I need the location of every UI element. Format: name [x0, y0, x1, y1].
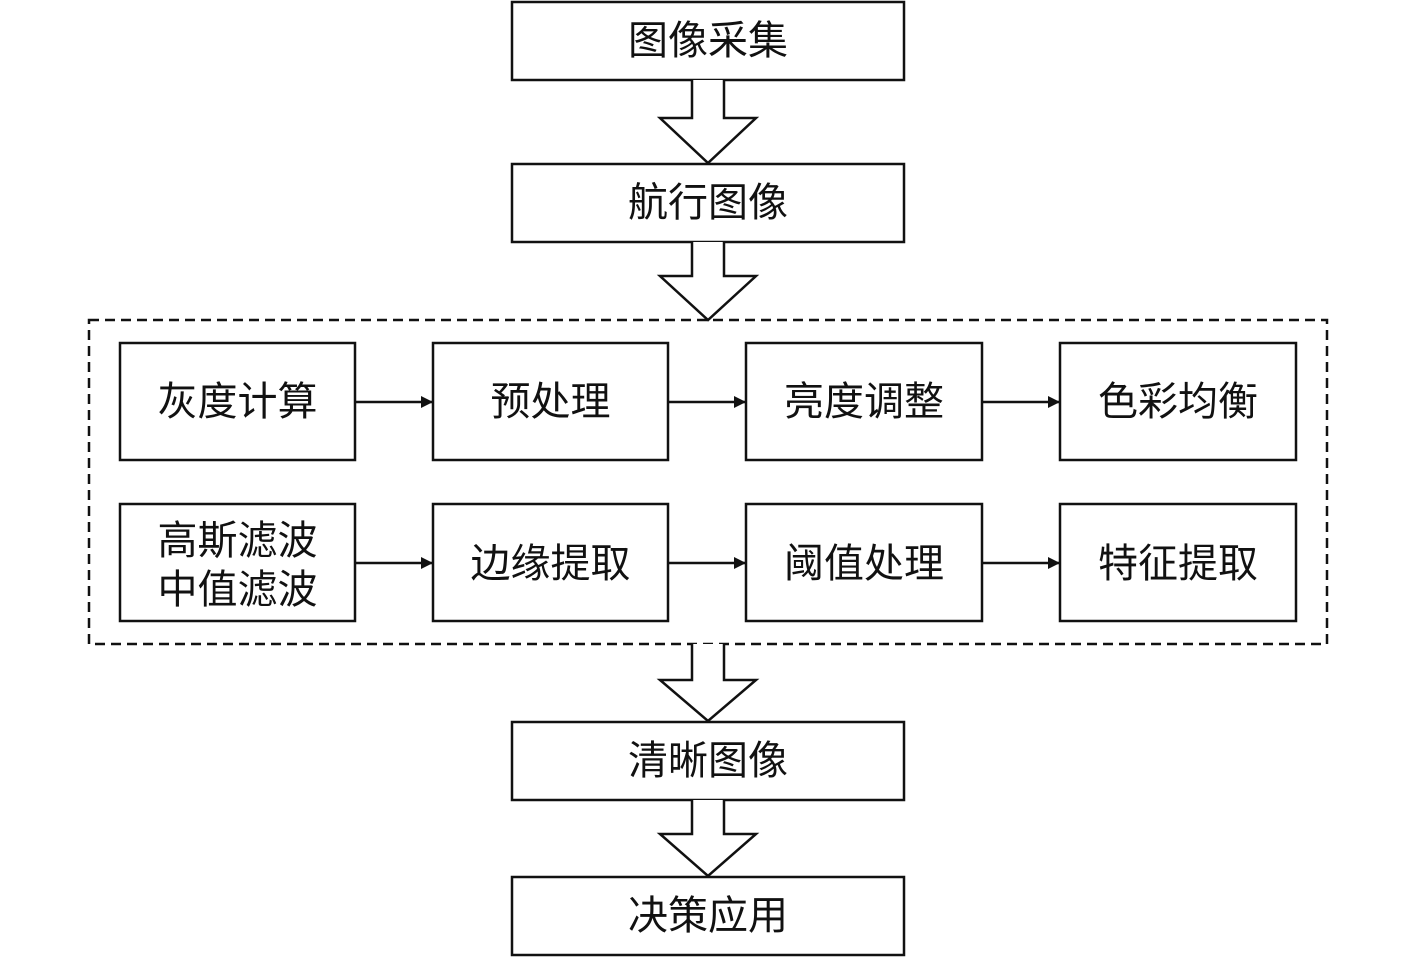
node-edge-extraction-label: 边缘提取 [471, 541, 631, 587]
node-feature-extraction-label: 特征提取 [1098, 541, 1258, 587]
node-feature-extraction: 特征提取 [1058, 502, 1298, 623]
node-threshold-label: 阈值处理 [784, 541, 944, 587]
node-filtering: 高斯滤波 中值滤波 [118, 502, 357, 623]
node-preprocessing: 预处理 [431, 341, 670, 462]
hollow-arrow-down-icon [656, 80, 760, 165]
node-filtering-label-line1: 高斯滤波 [158, 518, 318, 564]
hollow-arrow-down-icon [656, 644, 760, 723]
node-clear-image-label: 清晰图像 [628, 738, 788, 784]
node-preprocessing-label: 预处理 [491, 379, 611, 425]
node-grayscale-label: 灰度计算 [158, 379, 318, 425]
node-decision-application: 决策应用 [510, 875, 906, 957]
node-color-balance: 色彩均衡 [1058, 341, 1298, 462]
node-filtering-label-line2: 中值滤波 [158, 567, 318, 613]
node-brightness-label: 亮度调整 [784, 379, 944, 425]
node-image-acquisition: 图像采集 [510, 0, 906, 82]
node-edge-extraction: 边缘提取 [431, 502, 670, 623]
node-navigation-image: 航行图像 [510, 162, 906, 244]
node-clear-image: 清晰图像 [510, 720, 906, 802]
node-decision-application-label: 决策应用 [628, 893, 788, 939]
hollow-arrow-down-icon [656, 800, 760, 878]
node-image-acquisition-label: 图像采集 [628, 18, 788, 64]
node-color-balance-label: 色彩均衡 [1098, 379, 1258, 425]
node-threshold: 阈值处理 [744, 502, 984, 623]
node-grayscale: 灰度计算 [118, 341, 357, 462]
node-brightness: 亮度调整 [744, 341, 984, 462]
node-navigation-image-label: 航行图像 [628, 180, 788, 226]
hollow-arrow-down-icon [656, 242, 760, 322]
